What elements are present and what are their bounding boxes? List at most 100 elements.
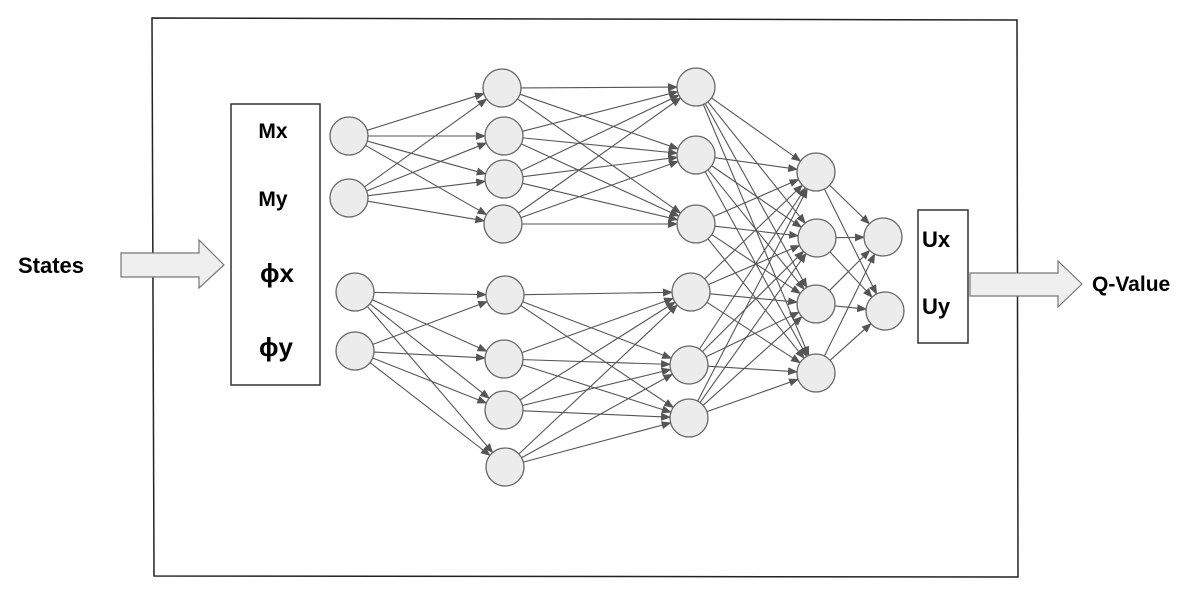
edge-h13-h21 bbox=[520, 160, 680, 219]
node-h3-3 bbox=[796, 353, 836, 393]
edge-h25-h30 bbox=[697, 187, 808, 402]
edge-h30-out1 bbox=[823, 188, 878, 295]
edge-h23-h31 bbox=[708, 244, 801, 286]
edge-h16-h25 bbox=[522, 410, 672, 421]
node-h1-1 bbox=[484, 116, 524, 156]
node-h1-0 bbox=[482, 68, 522, 108]
edge-h20-h31 bbox=[707, 101, 806, 224]
state-variables-box bbox=[230, 103, 321, 386]
state-var-phix: ϕx bbox=[260, 258, 294, 288]
edge-h11-h20 bbox=[522, 90, 679, 132]
node-h1-2 bbox=[484, 159, 524, 199]
action-variables-box bbox=[917, 209, 969, 344]
node-h2-5 bbox=[669, 398, 709, 438]
edge-in3-h15 bbox=[373, 351, 487, 362]
state-var-mx: Mx bbox=[258, 120, 287, 143]
node-in-1 bbox=[329, 178, 369, 218]
edge-h14-h24 bbox=[522, 301, 673, 359]
edge-h23-h33 bbox=[706, 301, 801, 364]
q-value-label: Q-Value bbox=[1092, 273, 1170, 296]
edge-h10-h20 bbox=[520, 83, 679, 92]
edge-h17-h23 bbox=[518, 304, 678, 455]
edge-h15-h25 bbox=[521, 364, 672, 414]
edge-h20-h30 bbox=[711, 97, 802, 162]
edge-h23-h30 bbox=[704, 184, 804, 280]
edge-h23-h32 bbox=[709, 293, 799, 306]
states-arrow bbox=[120, 238, 225, 290]
edge-h12-h20 bbox=[520, 94, 680, 172]
edge-in1-h11 bbox=[366, 142, 488, 192]
node-h1-7 bbox=[485, 447, 525, 487]
node-h1-4 bbox=[485, 275, 525, 315]
node-in-3 bbox=[335, 331, 375, 371]
node-h2-4 bbox=[669, 345, 709, 385]
edge-h21-h31 bbox=[711, 165, 803, 228]
node-h3-2 bbox=[796, 284, 836, 324]
edge-in3-h17 bbox=[369, 362, 491, 456]
edge-in1-h12 bbox=[367, 178, 487, 197]
edge-h21-h30 bbox=[714, 157, 799, 173]
edge-h25-h31 bbox=[699, 252, 807, 403]
edge-h12-h21 bbox=[522, 154, 679, 178]
edge-h15-h24 bbox=[522, 359, 672, 369]
node-h2-3 bbox=[671, 272, 711, 312]
edge-h14-h23 bbox=[523, 288, 674, 297]
network-edges bbox=[364, 83, 878, 463]
q-value-arrow bbox=[969, 259, 1083, 309]
edge-in2-h14 bbox=[373, 290, 488, 299]
edge-in0-h12 bbox=[367, 140, 487, 176]
edge-in3-h14 bbox=[372, 301, 489, 345]
edge-in1-h13 bbox=[367, 200, 486, 224]
edge-h24-h31 bbox=[702, 250, 805, 353]
edge-h17-h25 bbox=[523, 421, 672, 463]
edge-h22-h30 bbox=[713, 179, 800, 217]
network-frame bbox=[151, 17, 1019, 578]
node-h1-5 bbox=[484, 339, 524, 379]
node-out-0 bbox=[863, 217, 903, 257]
edge-h32-out1 bbox=[834, 304, 868, 313]
node-in-2 bbox=[335, 272, 375, 312]
states-label: States bbox=[18, 253, 84, 278]
edge-in0-h13 bbox=[365, 144, 488, 216]
edge-h25-h32 bbox=[702, 316, 803, 406]
edge-h31-out1 bbox=[829, 251, 873, 298]
action-var-ux: Ux bbox=[922, 227, 951, 252]
edge-in2-h17 bbox=[366, 306, 494, 454]
edge-in2-h15 bbox=[372, 299, 488, 352]
edge-h24-h33 bbox=[707, 365, 799, 376]
node-h1-6 bbox=[484, 390, 524, 430]
node-h3-0 bbox=[796, 152, 836, 192]
edge-h24-h30 bbox=[698, 187, 807, 350]
node-h2-1 bbox=[676, 135, 716, 175]
edge-h11-h21 bbox=[522, 137, 679, 157]
node-out-1 bbox=[865, 291, 905, 331]
node-h3-1 bbox=[797, 218, 837, 258]
action-var-uy: Uy bbox=[922, 294, 951, 319]
edge-h10-h21 bbox=[519, 93, 679, 150]
edge-in3-h16 bbox=[372, 357, 488, 404]
state-var-my: My bbox=[258, 188, 287, 211]
edge-h17-h24 bbox=[521, 373, 674, 459]
edge-h11-h22 bbox=[521, 143, 680, 217]
network-nodes bbox=[329, 67, 905, 487]
node-h2-2 bbox=[676, 204, 716, 244]
edge-h25-h33 bbox=[706, 378, 800, 413]
edge-h14-h25 bbox=[520, 305, 675, 408]
edge-h33-out1 bbox=[829, 323, 872, 361]
node-h2-0 bbox=[676, 67, 716, 107]
edge-h33-out0 bbox=[823, 253, 876, 357]
edge-h30-out0 bbox=[829, 184, 871, 225]
edge-in1-h10 bbox=[364, 98, 488, 188]
node-h1-3 bbox=[483, 204, 523, 244]
edge-h16-h24 bbox=[522, 367, 672, 407]
edge-h12-h22 bbox=[522, 182, 679, 222]
edge-h16-h23 bbox=[519, 301, 676, 401]
node-in-0 bbox=[329, 116, 369, 156]
edge-in0-h10 bbox=[366, 92, 485, 131]
edge-h24-h32 bbox=[705, 311, 800, 358]
edge-h15-h23 bbox=[521, 297, 675, 354]
edge-h32-out0 bbox=[829, 249, 871, 291]
edge-in2-h16 bbox=[369, 303, 490, 399]
edge-h13-h20 bbox=[518, 97, 682, 214]
